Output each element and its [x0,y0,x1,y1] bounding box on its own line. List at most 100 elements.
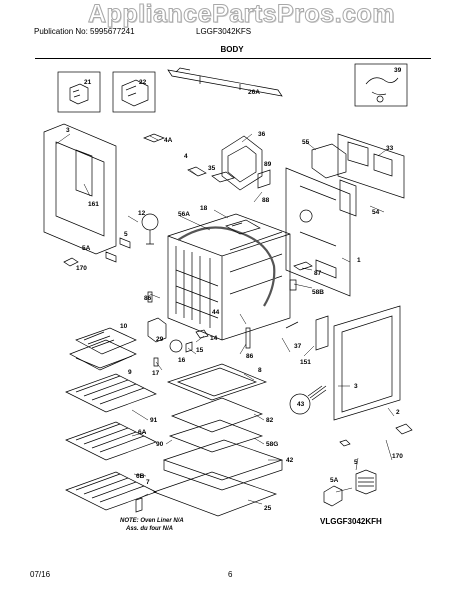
callout-54: 54 [372,209,380,216]
section-title: BODY [220,45,244,54]
bracket-170-left [105,251,117,263]
callout-3-right: 3 [354,383,358,390]
baffle-90 [168,419,264,453]
callout-55: 55 [302,139,310,146]
callout-88: 88 [262,197,270,204]
panel-25 [152,471,278,517]
part-86b [245,327,251,349]
oven-cavity [167,213,291,341]
inset-box-22 [112,71,156,113]
burner-tube-56a [177,226,276,307]
callout-37: 37 [294,343,302,350]
burner-82 [171,397,263,433]
thermostat-12 [141,213,159,245]
oven-door-right [333,305,401,421]
callout-9: 9 [128,369,132,376]
callout-87: 87 [314,270,322,277]
back-panel-33 [337,133,405,199]
part-15 [185,341,193,353]
diagram-code: VLGGF3042KFH [320,517,382,526]
callout-42: 42 [286,457,294,464]
part-86a [147,291,153,303]
callout-43: 43 [297,401,305,408]
part-7 [135,497,143,513]
leveling-leg-5a [323,485,343,507]
callout-10: 10 [120,323,128,330]
screw-37 [285,321,299,329]
panel-18 [225,219,261,235]
callout-4: 4 [184,153,188,160]
bracket-54 [339,179,357,217]
header-rule [35,58,431,59]
callout-26a: 26A [248,89,260,96]
callout-39: 39 [394,67,402,74]
callout-29: 29 [156,336,164,343]
callout-58b: 58B [312,289,324,296]
oven-rack-6b [65,471,157,511]
callout-18: 18 [200,205,208,212]
callout-86b: 86 [246,353,254,360]
oven-rack-91 [65,373,157,413]
callout-17: 17 [152,370,160,377]
bracket-4 [187,166,207,177]
page-number: 6 [228,570,233,579]
callout-4a: 4A [164,137,173,144]
bracket-35 [211,171,235,183]
bracket-2 [339,439,351,447]
callout-5a-right: 5A [330,477,339,484]
bracket-170-right [395,423,413,435]
note-oven-liner-fr: Ass. du four N/A [125,526,173,532]
callout-5a-left: 5A [82,245,91,252]
publication-number: Publication No: 5995677241 [34,27,135,36]
switch-29 [147,317,167,343]
callout-89: 89 [264,161,272,168]
oven-door-left [43,123,117,255]
callout-170-right: 170 [392,453,403,460]
callout-16: 16 [178,357,186,364]
callout-161: 161 [88,201,99,208]
part-17 [153,357,159,367]
callout-170-left: 170 [76,265,87,272]
callout-1: 1 [357,257,361,264]
callout-5-right: 5 [354,459,358,466]
callout-91: 91 [150,417,158,424]
inset-box-21 [57,71,101,113]
callout-44: 44 [212,309,220,316]
clip-5a-left [63,257,79,267]
footer-date: 07/16 [30,570,51,579]
callout-6b: 6B [136,473,145,480]
callout-2: 2 [396,409,400,416]
side-wall-1 [285,167,351,297]
oven-bottom-8 [166,363,268,401]
callout-82: 82 [266,417,274,424]
bolt-43 [289,385,327,415]
broiler-pan-10 [75,327,137,355]
vent-duct-36 [221,135,263,191]
callout-36: 36 [258,131,266,138]
bracket-89 [257,169,271,189]
callout-22: 22 [139,79,147,86]
callout-5-left: 5 [124,231,128,238]
panel-55 [311,143,347,179]
part-87 [293,261,313,271]
igniter-16 [169,339,183,353]
callout-33: 33 [386,145,394,152]
watermark-text: AppliancePartsPros.com [88,0,395,29]
callout-90: 90 [156,441,164,448]
callout-56a: 56A [178,211,190,218]
part-58b [289,279,297,291]
callout-35: 35 [208,165,216,172]
leveling-leg-5 [355,469,377,495]
inset-box-39 [354,63,408,107]
broiler-pan-9 [69,339,137,371]
callout-25: 25 [264,505,272,512]
part-14 [195,329,209,339]
callout-8: 8 [258,367,262,374]
callout-12: 12 [138,210,146,217]
callout-15: 15 [196,347,204,354]
oven-rack-6a [65,421,157,461]
callout-58g: 58G [266,441,278,448]
callout-3-door: 3 [66,127,70,134]
top-rail-26a [167,67,283,97]
